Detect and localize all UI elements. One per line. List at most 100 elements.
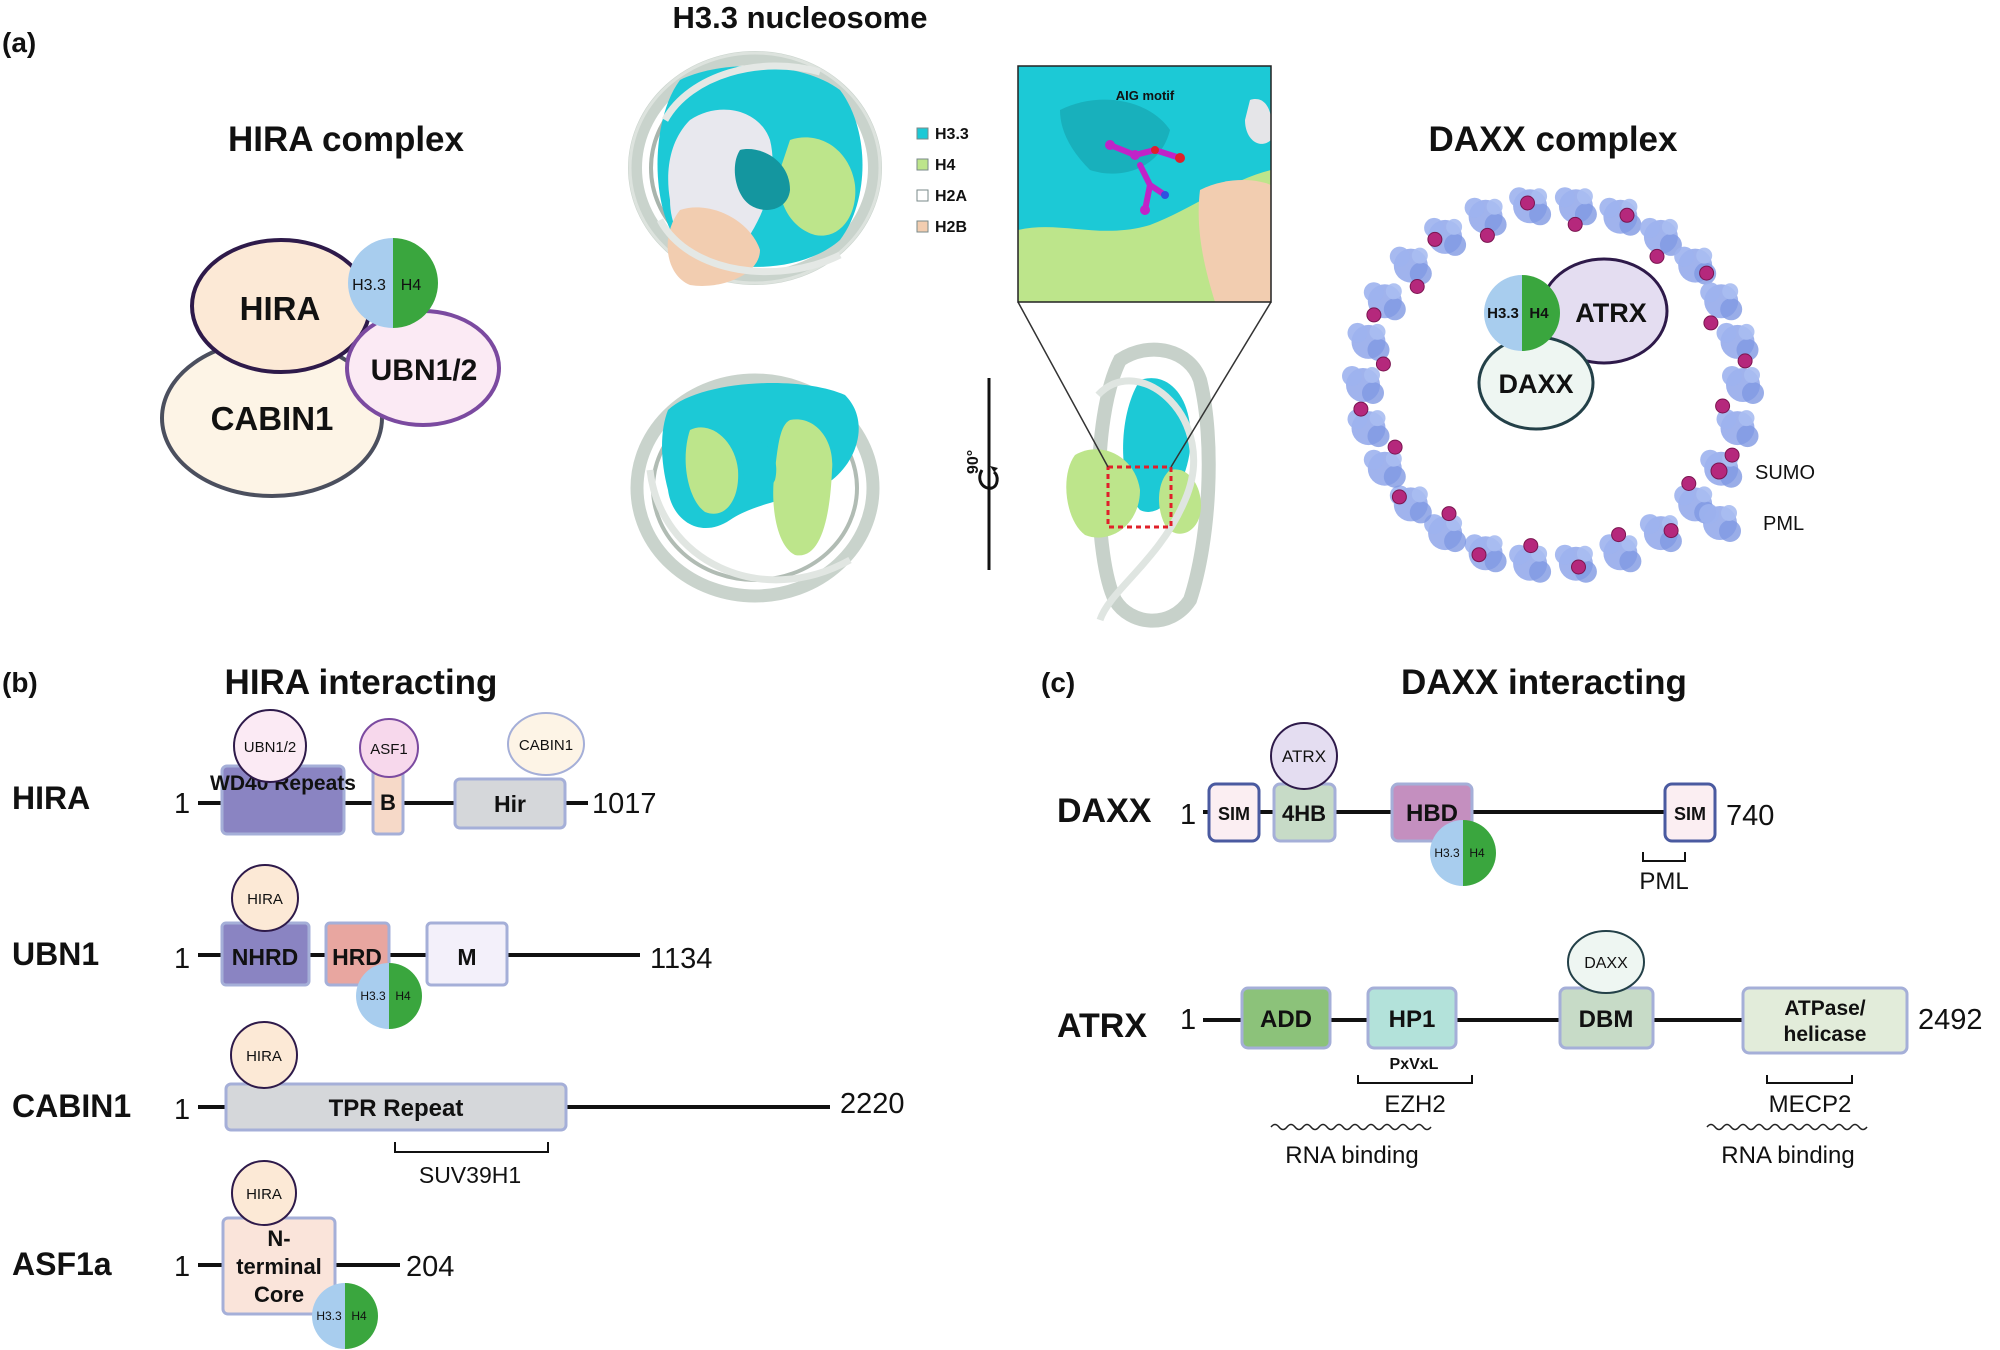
atrx-partner-daxx (1567, 930, 1645, 994)
ubn1-row-name: UBN1 (12, 936, 99, 972)
daxx-bracket-label: PML (1639, 868, 1688, 895)
ubn1-domain-m-label: M (457, 944, 476, 970)
pml-legend-label: PML (1763, 513, 1804, 535)
sumo-dot (1619, 207, 1635, 223)
ubn1-dimer-h33-label: H3.3 (360, 989, 386, 1003)
nucleosome-rotated-view (1066, 342, 1216, 628)
pml-protein-blob (1363, 449, 1406, 488)
atrx-partner-daxx-label: DAXX (1584, 955, 1628, 972)
sumo-dot (1663, 523, 1679, 539)
sumo-dot (1353, 401, 1369, 417)
sumo-dot (1375, 356, 1391, 372)
hira-row-start: 1 (174, 788, 190, 820)
daxx-domain-sim2-label: SIM (1674, 804, 1706, 824)
cabin1-domain-tpr-label: TPR Repeat (329, 1095, 464, 1122)
daxx-node-label: DAXX (1498, 369, 1573, 399)
legend-label-h33: H3.3 (935, 126, 969, 143)
hira-row-name: HIRA (12, 780, 90, 816)
atrx-domain-atpase-line1: ATPase/ (1784, 997, 1865, 1020)
atrx-domain-hp1-label: HP1 (1389, 1006, 1436, 1033)
sumo-dot (1681, 476, 1697, 491)
hira-partner-ubn-label: UBN1/2 (244, 739, 297, 756)
rotation-indicator: 90° (965, 378, 999, 570)
cabin1-row-name: CABIN1 (12, 1088, 131, 1124)
atrx-row-start: 1 (1180, 1004, 1196, 1036)
asf1a-dimer-h33-label: H3.3 (316, 1309, 342, 1323)
pml-protein-blob (1716, 322, 1759, 361)
legend-swatch-h33 (916, 127, 929, 140)
nucleosome-top-view (628, 51, 882, 286)
daxx-dimer-h33-label: H3.3 (1487, 305, 1519, 322)
asf1a-row-name: ASF1a (12, 1246, 112, 1282)
atrx-motif-label: PxVxL (1390, 1056, 1439, 1073)
cabin1-domain-tpr (224, 1082, 568, 1132)
h33-h4-dimer: H3.3 H4 (348, 238, 438, 328)
sumo-dot (1737, 353, 1753, 369)
daxx-domain-sim1-label: SIM (1218, 804, 1250, 824)
ubn1-domain-hrd-label: HRD (332, 944, 382, 970)
sumo-dot (1724, 447, 1740, 463)
sumo-dot (1703, 315, 1719, 331)
daxx-partner-atrx (1270, 722, 1338, 790)
atrx-rna2-label: RNA binding (1721, 1142, 1854, 1169)
sumo-dot (1520, 195, 1535, 211)
hira-protein-row: HIRA 1 WD40 Repeats B Hir 1017 UBN1/2 AS… (12, 709, 657, 836)
hira-row-end: 1017 (592, 788, 657, 820)
hira-domain-b-label: B (380, 790, 396, 815)
pml-protein-blob (1347, 322, 1390, 361)
sumo-dot (1571, 559, 1586, 575)
hira-partner-cabin1 (507, 712, 585, 776)
atrx-mecp2-bracket (1766, 1075, 1853, 1084)
ubn1-h33-half (356, 963, 389, 1029)
cabin1-partner-hira (230, 1021, 298, 1089)
sumo-legend-dot (1710, 462, 1728, 480)
ubn1-dimer-h4-label: H4 (395, 989, 411, 1003)
hira-node-label: HIRA (240, 290, 321, 327)
legend-label-h4: H4 (935, 157, 956, 174)
ubn1-domain-nhrd-label: NHRD (232, 944, 298, 970)
panel-b-title: HIRA interacting (225, 663, 498, 702)
hira-domain-hir (453, 777, 567, 830)
atrx-node-label: ATRX (1575, 298, 1647, 328)
ubn1-protein-row: UBN1 1 NHRD HRD M 1134 HIRA H3.3 H4 (12, 864, 712, 1029)
atrx-domain-dbm-label: DBM (1579, 1006, 1634, 1033)
asf1a-row-end: 204 (406, 1251, 454, 1283)
daxx-domain-4hb-label: 4HB (1282, 801, 1326, 826)
pml-sumo-ring (1342, 187, 1764, 583)
asf1a-h33-half (312, 1283, 345, 1349)
sumo-dot (1699, 265, 1715, 281)
ubn1-row-start: 1 (174, 943, 190, 975)
asf1a-partner-hira (231, 1160, 297, 1226)
pml-protein-blob (1342, 366, 1384, 404)
cabin1-protein-row: CABIN1 1 TPR Repeat 2220 HIRA SUV39H1 (12, 1021, 905, 1188)
aig-motif-inset: AIG motif (1017, 65, 1272, 303)
atrx-rna1-label: RNA binding (1285, 1142, 1418, 1169)
daxx-row-start: 1 (1180, 799, 1196, 831)
daxx-pml-bracket (1642, 852, 1686, 862)
daxx-domain-hbd-label: HBD (1406, 800, 1458, 827)
ubn1-h4-half (389, 963, 422, 1029)
ubn1-row-end: 1134 (650, 943, 712, 975)
cabin1-row-end: 2220 (840, 1088, 905, 1120)
sumo-dot (1523, 538, 1539, 554)
sumo-dot (1649, 248, 1665, 264)
daxx-h4-half (1463, 820, 1496, 886)
hira-partner-ubn (233, 709, 307, 783)
asf1a-dimer-h4-label: H4 (351, 1309, 367, 1323)
daxx-row-end: 740 (1726, 800, 1774, 832)
panel-a-tag: (a) (2, 27, 36, 58)
pml-protein-blob (1722, 366, 1764, 404)
rotation-label: 90° (965, 450, 982, 474)
hira-partner-asf1-label: ASF1 (370, 741, 408, 758)
daxx-domain-sim1 (1207, 782, 1261, 843)
daxx-row-name: DAXX (1057, 792, 1152, 830)
cabin1-partner-hira-label: HIRA (246, 1048, 282, 1065)
daxx-row-dimer-h4-label: H4 (1469, 846, 1485, 860)
nucleosome-title: H3.3 nucleosome (673, 0, 928, 35)
cabin1-node-label: CABIN1 (211, 400, 334, 437)
ubn1-partner-hira-label: HIRA (247, 891, 283, 908)
daxx-h33-h4-dimer: H3.3 H4 (1484, 275, 1560, 351)
ubn-node-label: UBN1/2 (371, 354, 478, 387)
atrx-row-name: ATRX (1057, 1007, 1147, 1045)
